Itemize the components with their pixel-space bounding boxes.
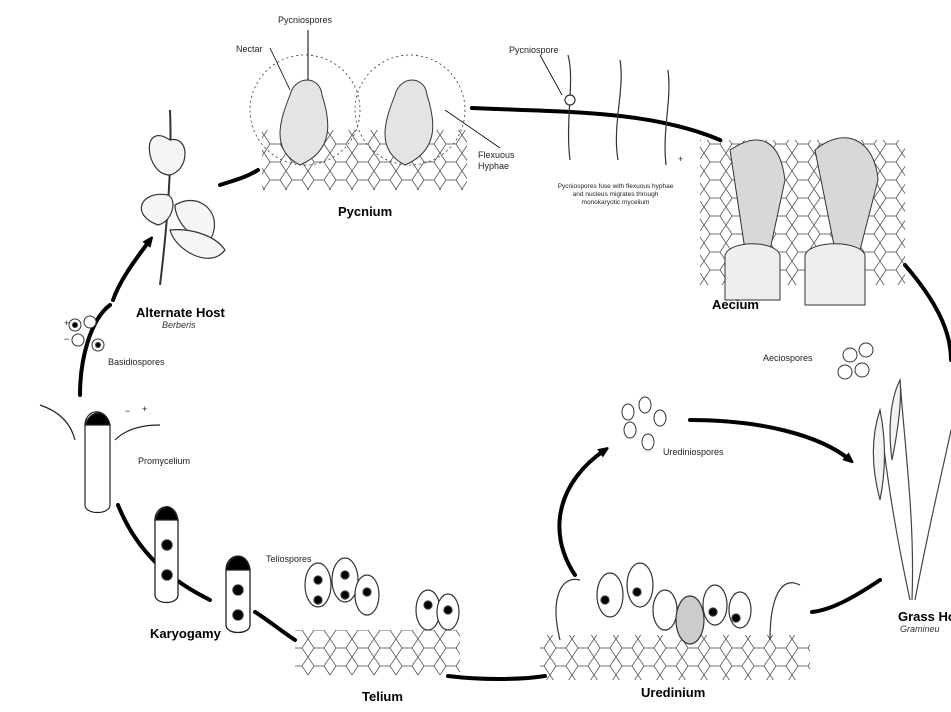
pycniospore-label: Pycniospore — [509, 45, 559, 55]
urediniospores-illustration — [622, 397, 666, 450]
plus-sign-hyphae: + — [678, 154, 683, 164]
aeciospores-label: Aeciospores — [763, 353, 813, 363]
pycniospores-label: Pycniospores — [278, 15, 332, 25]
plus-sign-basidiospores: + — [64, 318, 69, 328]
arrow-uredinium-up — [559, 450, 605, 575]
arrow-telium-to-karyogamy — [255, 612, 295, 640]
arrow-pycnium-to-aecium — [472, 108, 720, 140]
arrow-grasshost-to-uredinium — [812, 580, 880, 612]
karyogamy-illustration — [155, 507, 250, 633]
minus-sign-basidiospores: − — [64, 334, 69, 344]
alternate-host-label: Alternate Host — [136, 305, 225, 320]
minus-sign-promycelium: − — [125, 406, 130, 416]
grass-host-sub-label: Gramineu — [900, 624, 940, 634]
karyogamy-label: Karyogamy — [150, 626, 221, 641]
telium-label: Telium — [362, 689, 403, 704]
arrow-host-to-pycnium — [220, 170, 258, 185]
alternate-host-sub-label: Berberis — [162, 320, 196, 330]
alternate-host-illustration — [141, 110, 225, 285]
teliospores-label: Teliospores — [266, 554, 312, 564]
uredinium-illustration — [540, 563, 810, 680]
arrow-up-to-host — [113, 240, 150, 300]
aecium-illustration — [700, 138, 905, 305]
pycnium-note-label: Pycniospores fuse with flexuous hyphae a… — [553, 183, 678, 207]
aeciospores-illustration — [838, 343, 873, 379]
arrow-aecium-to-grasshost — [905, 265, 951, 360]
aecium-label: Aecium — [712, 297, 759, 312]
grass-host-illustration — [873, 380, 951, 600]
promycelium-label: Promycelium — [138, 456, 190, 466]
flexuous-hyphae-label: Flexuous Hyphae — [478, 150, 528, 172]
pycnium-illustration — [250, 30, 500, 190]
uredinium-label: Uredinium — [641, 685, 705, 700]
grass-host-label: Grass Ho — [898, 609, 951, 624]
nectar-label: Nectar — [236, 44, 263, 54]
basidiospores-label: Basidiospores — [108, 357, 165, 367]
plus-sign-promycelium: + — [142, 404, 147, 414]
pycnium-label: Pycnium — [338, 204, 392, 219]
urediniospores-label: Urediniospores — [663, 447, 724, 457]
telium-illustration — [295, 558, 460, 675]
arrow-uredinium-to-telium — [448, 676, 545, 679]
